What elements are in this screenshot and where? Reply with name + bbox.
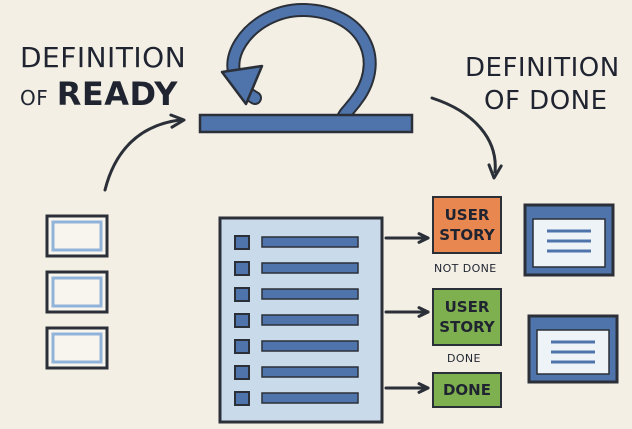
backlog-item-bar [261, 262, 359, 274]
input-box-inner [51, 332, 103, 364]
definition-of-done-line1: DEFINITION [465, 53, 620, 83]
backlog-item-checkbox [234, 339, 250, 354]
done-arrow-head [487, 163, 503, 180]
definition-of-ready-line1: DEFINITION [20, 41, 187, 74]
result-document-body [532, 218, 606, 268]
done-arrow-curve [430, 96, 497, 174]
backlog-item-bar [261, 392, 359, 404]
not-done-label: NOT DONE [434, 262, 497, 275]
user-story-card-line1: USER [444, 298, 490, 316]
sprint-loop-arrow [228, 4, 375, 123]
done-card: DONE [432, 372, 502, 408]
sprint-loop-arrowhead [220, 64, 264, 106]
backlog-to-card-arrow-head [417, 232, 430, 244]
result-document-body [536, 329, 610, 375]
backlog-item-bar [261, 314, 359, 326]
backlog-item-bar [261, 366, 359, 378]
backlog-item-bar [261, 288, 359, 300]
definition-of-ready-word: READY [56, 75, 178, 113]
backlog-item-checkbox [234, 261, 250, 276]
backlog-item-checkbox [234, 365, 250, 380]
user-story-card-line2: STORY [439, 318, 495, 336]
backlog-item-checkbox [234, 235, 250, 250]
backlog-item-checkbox [234, 391, 250, 406]
backlog-item-bar [261, 236, 359, 248]
definition-of-done-line2: OF DONE [484, 86, 608, 116]
backlog-item-checkbox [234, 287, 250, 302]
ready-arrow-head [169, 113, 186, 129]
sprint-bar [198, 113, 414, 134]
input-box-inner [51, 220, 103, 252]
backlog-to-card-arrow-head [417, 382, 430, 394]
user-story-card-done: USER STORY [432, 288, 502, 346]
user-story-card-not-done: USER STORY [432, 196, 502, 254]
backlog-item-bar [261, 340, 359, 352]
done-card-label: DONE [442, 381, 491, 399]
input-box-inner [51, 276, 103, 308]
backlog-item-checkbox [234, 313, 250, 328]
definition-of-ready-of: OF [20, 86, 49, 110]
backlog-to-card-arrow-head [417, 306, 430, 318]
ready-arrow-curve [103, 118, 182, 192]
user-story-card-line2: STORY [439, 226, 495, 244]
done-label: DONE [447, 352, 481, 365]
definition-of-ready-line2: OF READY [20, 78, 178, 110]
user-story-card-line1: USER [444, 206, 490, 224]
